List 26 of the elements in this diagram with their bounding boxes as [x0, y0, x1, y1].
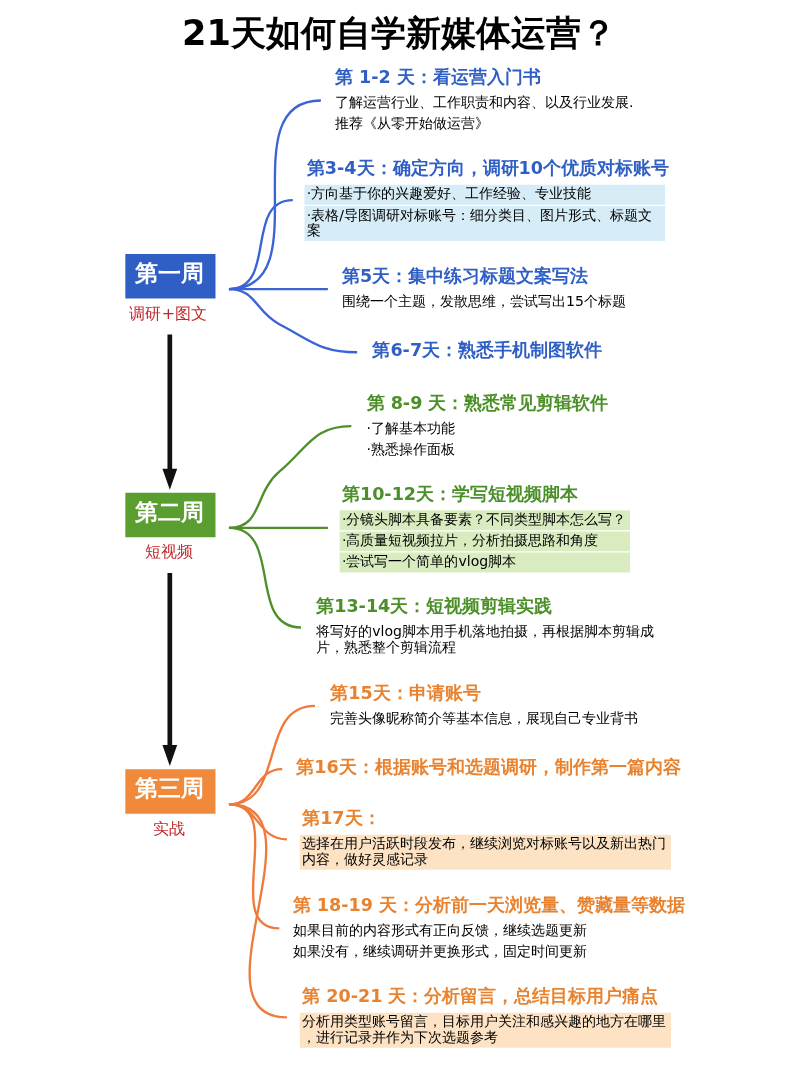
node-box: 第三周: [124, 769, 215, 814]
arrow: [161, 573, 177, 767]
node-label: 调研+图文: [128, 303, 207, 323]
node-label: 第17天：: [301, 808, 381, 829]
node-text: 第16天：根据账号和选题调研，制作第一篇内容: [295, 756, 681, 777]
node-label: 短视频: [144, 542, 193, 562]
diagram-title: 21天如何自学新媒体运营？: [181, 11, 616, 53]
connector: [228, 526, 301, 629]
node-text: 第 18-19 天：分析前一天浏览量、赞藏量等数据 如果目前的内容形式有正向反馈，继续选题更新 如果没有，继续调研并更换形式，固定时间更新: [292, 894, 685, 960]
node-box: 分析用类型账号留言，目标用户关注和感兴趣的地方在哪里，进行记录并作为下次选题参考: [299, 1012, 671, 1048]
node-label: 实战: [152, 818, 185, 838]
node-box: 选择在用户活跃时段发布，继续浏览对标账号以及新出热门内容，做好灵感记录: [299, 834, 671, 870]
node-label: 第10-12天：学写短视频脚本: [341, 483, 578, 504]
node-text: 第13-14天：短视频剪辑实践 将写好的vlog脚本用手机落地拍摄，再根据脚本剪辑成片，熟悉整个剪辑流程: [315, 596, 654, 655]
connector: [228, 287, 357, 354]
node-box: 第一周: [124, 253, 215, 299]
node-text: 第6-7天：熟悉手机制图软件: [371, 339, 602, 360]
node-text: 第 1-2 天：看运营入门书 了解运营行业、工作职责和内容、以及行业发展. 推荐《从零开始做运营》: [334, 66, 633, 132]
node-text: 第15天：申请账号 完善头像昵称简介等基本信息，展现自己专业背书: [329, 682, 638, 727]
node-text: 第 8-9 天：熟悉常见剪辑软件 ·了解基本功能 ·熟悉操作面板: [366, 392, 608, 457]
arrow: [161, 334, 177, 490]
connector: [228, 803, 287, 1019]
node-box: 第二周: [124, 492, 215, 538]
node-text: 第5天：集中练习标题文案写法 围绕一个主题，发散思维，尝试写出15个标题: [341, 266, 626, 310]
node-label: 第3-4天：确定方向，调研10个优质对标账号: [306, 158, 669, 179]
node-label: 第 20-21 天：分析留言，总结目标用户痛点: [301, 986, 658, 1007]
